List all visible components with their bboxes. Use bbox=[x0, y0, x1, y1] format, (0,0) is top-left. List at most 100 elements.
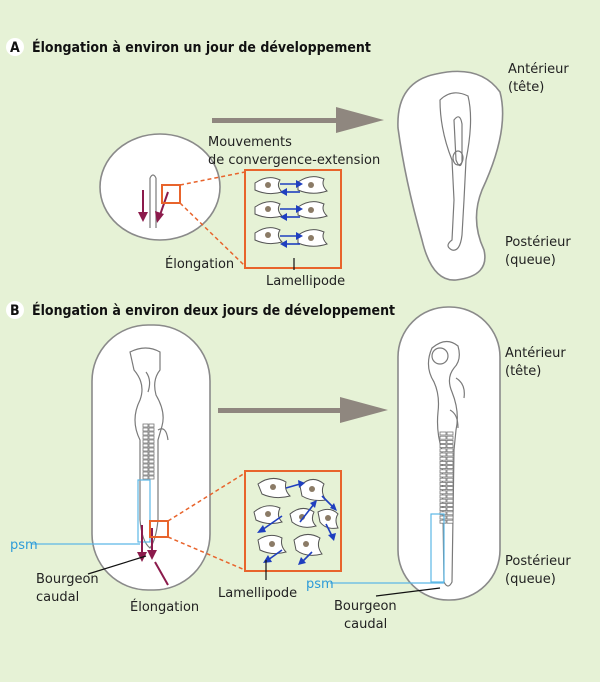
somite bbox=[439, 465, 447, 470]
panel-a: A Élongation à environ un jour de dévelo… bbox=[6, 38, 571, 289]
somite bbox=[142, 427, 149, 432]
embryo-a-late-outline bbox=[397, 70, 504, 281]
panel-b-title: Élongation à environ deux jours de dével… bbox=[32, 302, 395, 319]
somite bbox=[446, 452, 454, 457]
somite bbox=[446, 473, 454, 478]
somite bbox=[446, 431, 454, 436]
somite bbox=[148, 439, 155, 444]
somite bbox=[439, 481, 447, 486]
embryo-b-early-body bbox=[129, 347, 169, 549]
somite bbox=[446, 507, 454, 512]
label-anterior-sub-b: (tête) bbox=[505, 364, 541, 379]
zoom-box-b bbox=[244, 470, 342, 572]
zoom-connector-a-bottom bbox=[179, 202, 246, 267]
somite bbox=[439, 469, 447, 474]
somite bbox=[142, 439, 149, 444]
label-bourgeon-left-2: caudal bbox=[36, 590, 79, 605]
label-posterior-b: Postérieur bbox=[505, 554, 571, 569]
somite bbox=[439, 439, 447, 444]
label-lamellipode-b: Lamellipode bbox=[218, 586, 297, 601]
zoom-box-a bbox=[244, 169, 342, 269]
somite bbox=[439, 511, 447, 516]
somite bbox=[446, 515, 454, 520]
somite bbox=[439, 448, 447, 453]
psm-b-left bbox=[137, 479, 151, 543]
somite bbox=[446, 448, 454, 453]
somite bbox=[148, 467, 155, 472]
somites-b-right bbox=[439, 431, 454, 524]
somite bbox=[439, 519, 447, 524]
somite bbox=[142, 431, 149, 436]
somite bbox=[148, 447, 155, 452]
label-elongation-b: Élongation bbox=[130, 599, 199, 615]
somite bbox=[148, 455, 155, 460]
somite bbox=[142, 475, 149, 480]
somite bbox=[142, 423, 149, 428]
panel-a-title: Élongation à environ un jour de développ… bbox=[32, 39, 371, 56]
somite bbox=[446, 435, 454, 440]
somite bbox=[446, 465, 454, 470]
label-bourgeon-left-1: Bourgeon bbox=[36, 572, 99, 587]
somite bbox=[142, 451, 149, 456]
cell-movement-arrows-a bbox=[280, 180, 303, 248]
label-posterior-a: Postérieur bbox=[505, 235, 571, 250]
somite bbox=[148, 475, 155, 480]
somite bbox=[439, 515, 447, 520]
somite bbox=[439, 486, 447, 491]
somite bbox=[142, 467, 149, 472]
somite bbox=[142, 435, 149, 440]
label-anterior-a: Antérieur bbox=[508, 62, 569, 77]
label-lamellipode-a: Lamellipode bbox=[266, 274, 345, 289]
somite bbox=[148, 459, 155, 464]
cells-a bbox=[254, 176, 328, 247]
somite bbox=[439, 490, 447, 495]
label-posterior-sub-b: (queue) bbox=[505, 572, 556, 587]
zoom-connector-b-top bbox=[167, 472, 246, 522]
somite bbox=[446, 477, 454, 482]
somite bbox=[439, 477, 447, 482]
somite bbox=[148, 451, 155, 456]
somite bbox=[148, 443, 155, 448]
label-psm-right: psm bbox=[306, 577, 334, 592]
somite bbox=[446, 456, 454, 461]
label-movements-line1: Mouvements bbox=[208, 135, 292, 150]
zoom-region-b bbox=[149, 520, 169, 538]
somite bbox=[142, 455, 149, 460]
somite bbox=[439, 507, 447, 512]
panel-b: B Élongation à environ deux jours de dév… bbox=[6, 301, 571, 632]
panel-b-letter-badge bbox=[6, 301, 24, 319]
bourgeon-pointer-b-left bbox=[87, 555, 147, 575]
psm-b-right bbox=[430, 513, 445, 583]
somite bbox=[142, 471, 149, 476]
label-movements-line2: de convergence-extension bbox=[208, 153, 380, 168]
somite bbox=[142, 447, 149, 452]
somite bbox=[148, 427, 155, 432]
somite bbox=[439, 452, 447, 457]
somite bbox=[446, 494, 454, 499]
embryo-a-early-axis bbox=[149, 174, 157, 228]
bourgeon-pointer-b-right bbox=[375, 587, 441, 597]
embryo-a-late-body bbox=[439, 92, 472, 251]
somite bbox=[446, 502, 454, 507]
cells-b bbox=[253, 478, 339, 556]
somite bbox=[148, 463, 155, 468]
somite bbox=[148, 431, 155, 436]
zoom-region-a bbox=[161, 184, 181, 204]
somite bbox=[446, 444, 454, 449]
somite bbox=[446, 490, 454, 495]
somite bbox=[446, 439, 454, 444]
label-bourgeon-right-1: Bourgeon bbox=[334, 599, 397, 614]
somite bbox=[446, 511, 454, 516]
progress-arrow-b bbox=[218, 397, 388, 423]
panel-a-letter-badge bbox=[6, 38, 24, 56]
label-psm-left: psm bbox=[10, 538, 38, 553]
somites-b-left bbox=[142, 423, 155, 480]
somite bbox=[142, 443, 149, 448]
somite bbox=[446, 460, 454, 465]
cell-movement-arrows-b bbox=[257, 480, 337, 565]
somite bbox=[446, 486, 454, 491]
somite bbox=[439, 431, 447, 436]
somite bbox=[439, 494, 447, 499]
